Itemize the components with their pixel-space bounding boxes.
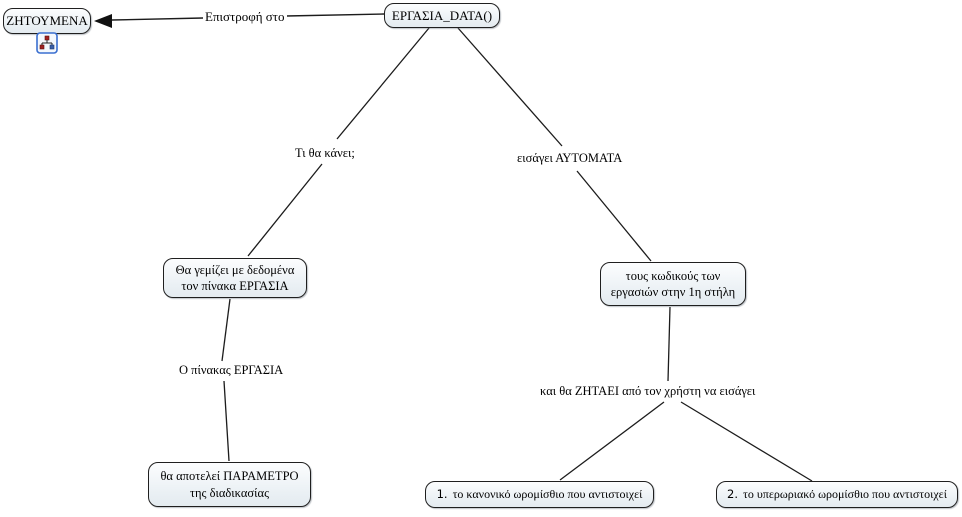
list-number: 2. xyxy=(727,486,739,501)
node-label: τους κωδικούς των εργασιών στην 1η στήλη xyxy=(610,268,736,300)
connector-line xyxy=(559,401,665,481)
list-number: 1. xyxy=(436,486,448,501)
connector-line xyxy=(336,27,430,140)
connector-line xyxy=(285,13,385,17)
node-normal-wage[interactable]: 1. το κανονικό ωρομίσθιο που αντιστοιχεί xyxy=(425,481,654,508)
connector-line xyxy=(680,401,813,482)
node-ergasia-data[interactable]: ΕΡΓΑΣΙΑ_DATA() xyxy=(384,3,500,28)
link-label-return-to[interactable]: Επιστροφή στο xyxy=(203,9,287,25)
connector-line xyxy=(576,170,652,262)
link-label-will-ask[interactable]: και θα ΖΗΤΑΕΙ από τον χρήστη να εισάγει xyxy=(538,384,758,399)
linked-cmap-icon[interactable] xyxy=(36,32,58,54)
arrowhead xyxy=(94,14,112,28)
node-codes[interactable]: τους κωδικούς των εργασιών στην 1η στήλη xyxy=(600,262,746,306)
node-parameter[interactable]: θα αποτελεί ΠΑΡΑΜΕΤΡΟ της διαδικασίας xyxy=(148,462,311,507)
node-label: Θα γεμίζει με δεδομένα τον πίνακα ΕΡΓΑΣΙ… xyxy=(175,262,295,294)
node-overtime-wage[interactable]: 2. το υπερωριακό ωρομίσθιο που αντιστοιχ… xyxy=(716,481,958,508)
node-label: ΕΡΓΑΣΙΑ_DATA() xyxy=(391,7,493,23)
connector-line xyxy=(667,306,671,382)
node-fill-table[interactable]: Θα γεμίζει με δεδομένα τον πίνακα ΕΡΓΑΣΙ… xyxy=(163,258,307,298)
connector-line xyxy=(223,380,230,462)
node-label: θα αποτελεί ΠΑΡΑΜΕΤΡΟ της διαδικασίας xyxy=(160,469,299,500)
node-zitoumena[interactable]: ΖΗΤΟΥΜΕΝΑ xyxy=(3,8,91,34)
connector-line xyxy=(111,17,204,21)
link-label-table-ergasia[interactable]: Ο πίνακας ΕΡΓΑΣΙΑ xyxy=(177,363,286,378)
connector-line xyxy=(457,27,563,147)
node-label: το υπερωριακό ωρομίσθιο που αντιστοιχεί xyxy=(743,486,947,501)
link-label-what-will-do[interactable]: Τι θα κάνει; xyxy=(293,146,357,161)
node-label: ΖΗΤΟΥΜΕΝΑ xyxy=(6,13,88,29)
connector-line xyxy=(247,163,323,257)
connector-line xyxy=(221,298,231,362)
link-label-inserts-auto[interactable]: εισάγει ΑΥΤΟΜΑΤΑ xyxy=(515,151,625,166)
node-label: το κανονικό ωρομίσθιο που αντιστοιχεί xyxy=(452,486,643,501)
